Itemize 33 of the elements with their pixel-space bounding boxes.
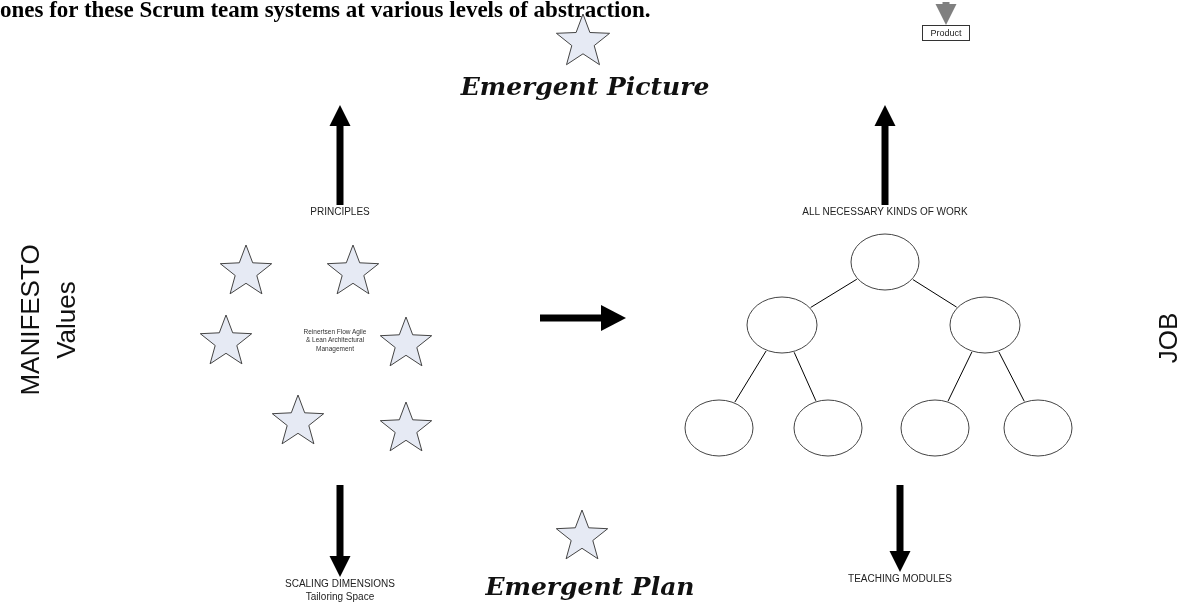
tree-node-circle (793, 399, 863, 457)
tree-node-circle (900, 399, 970, 457)
tree-node-circle (949, 296, 1021, 354)
star-shape (325, 243, 381, 297)
connector-line (810, 278, 858, 308)
section-heading: ALL NECESSARY KINDS OF WORK (801, 205, 969, 218)
tree-node-circle (746, 296, 818, 354)
star-shape (270, 393, 326, 447)
product-box: Product (922, 25, 970, 41)
section-heading: PRINCIPLES (309, 205, 371, 218)
tree-node-circle (850, 233, 920, 291)
vertical-heading: MANIFESTO (14, 244, 46, 396)
connector-line (998, 351, 1025, 402)
section-subheading: Tailoring Space (304, 590, 376, 603)
connector-line (912, 279, 958, 308)
star-shape (218, 243, 274, 297)
star-shape (378, 400, 434, 454)
intro-text: ones for these Scrum team systems at various levels of abstraction. (0, 0, 651, 23)
tree-node-circle (1003, 399, 1073, 457)
vertical-heading: JOB (1152, 312, 1184, 364)
emergent-caption: Emergent Plan (484, 572, 696, 601)
connector-line (734, 350, 767, 403)
arrow (935, 2, 957, 25)
section-heading: TEACHING MODULES (847, 572, 953, 585)
connector-line (947, 351, 973, 402)
star-shape (198, 313, 254, 367)
emergent-caption: Emergent Picture (459, 72, 711, 101)
star-shape (378, 315, 434, 369)
connector-line (793, 351, 817, 402)
section-heading: SCALING DIMENSIONS (284, 577, 396, 590)
vertical-subheading: Values (50, 281, 82, 359)
star-shape (554, 508, 610, 562)
tree-node-circle (684, 399, 754, 457)
